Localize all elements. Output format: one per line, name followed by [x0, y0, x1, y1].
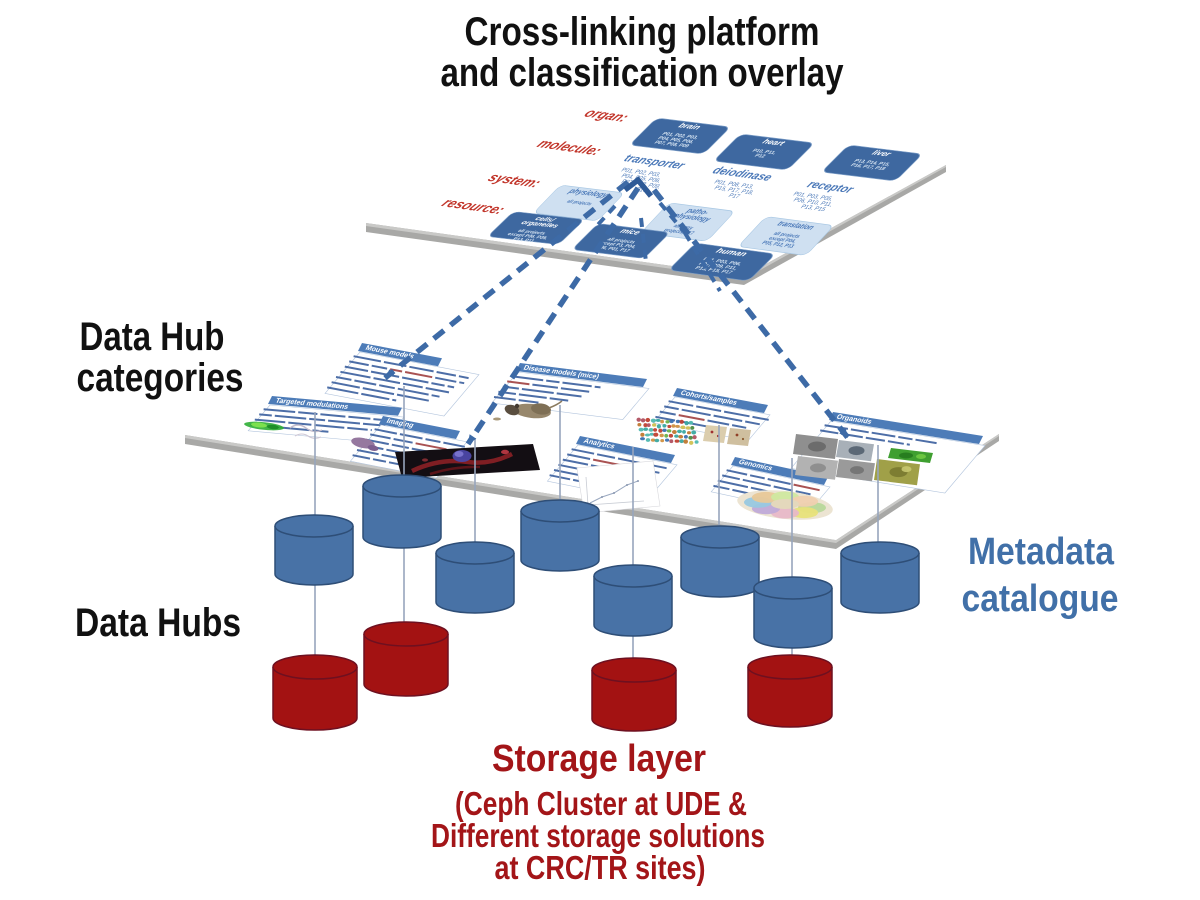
svg-text:P01, P03, P06,: P01, P03, P06,: [701, 257, 743, 267]
svg-text:patho-: patho-: [683, 206, 711, 216]
svg-text:P07, P08, P09: P07, P08, P09: [652, 140, 690, 149]
svg-text:P04, P05, P06,: P04, P05, P06,: [619, 173, 662, 184]
svg-text:P13, P15: P13, P15: [799, 204, 828, 213]
svg-text:P17: P17: [727, 193, 742, 200]
svg-text:and classification overlay: and classification overlay: [441, 51, 845, 95]
svg-text:P16, P17, P18: P16, P17, P18: [849, 163, 887, 172]
svg-text:P01, P08, P13,: P01, P08, P13,: [712, 179, 755, 190]
svg-text:Storage layer: Storage layer: [492, 738, 706, 780]
svg-text:except P04,: except P04,: [767, 236, 798, 244]
svg-text:liver: liver: [870, 148, 895, 158]
svg-text:categories: categories: [77, 356, 244, 400]
svg-text:all projects: all projects: [516, 229, 547, 236]
svg-text:except P3, P04,: except P3, P04,: [596, 241, 638, 250]
svg-text:organ:: organ:: [580, 107, 632, 125]
svg-text:system:: system:: [484, 171, 545, 191]
svg-text:P13, P14, P15,: P13, P14, P15,: [852, 159, 892, 168]
svg-text:P10, P11,: P10, P11,: [750, 148, 777, 155]
svg-text:P01, P03, P05,: P01, P03, P05,: [791, 191, 834, 202]
svg-text:receptor: receptor: [804, 178, 858, 196]
svg-text:all projects: all projects: [605, 237, 636, 245]
svg-text:all projects: all projects: [565, 199, 593, 207]
svg-text:P06, P10, P11,: P06, P10, P11,: [792, 197, 835, 208]
svg-text:catalogue: catalogue: [962, 578, 1119, 620]
svg-text:at CRC/TR sites): at CRC/TR sites): [495, 849, 706, 886]
svg-text:P07, P09, P11,: P07, P09, P11,: [697, 262, 739, 271]
svg-text:heart: heart: [760, 137, 788, 147]
svg-text:translation: translation: [775, 219, 817, 231]
svg-text:P17: P17: [634, 186, 649, 193]
svg-text:P12: P12: [753, 154, 767, 160]
svg-text:P15, P17, P18,: P15, P17, P18,: [712, 185, 755, 196]
svg-text:P13, P15, P17: P13, P15, P17: [693, 266, 733, 275]
svg-text:mice: mice: [618, 227, 644, 237]
svg-text:all projects: all projects: [772, 231, 802, 239]
svg-text:P05, P12, P13: P05, P12, P13: [760, 241, 795, 250]
svg-text:Data Hub: Data Hub: [80, 315, 225, 359]
svg-text:P01, P02, P03,: P01, P02, P03,: [660, 132, 700, 141]
svg-text:human: human: [714, 247, 750, 258]
svg-text:brain: brain: [676, 121, 703, 131]
svg-text:except P06, P09,: except P06, P09,: [506, 232, 550, 241]
svg-text:cells/: cells/: [533, 215, 558, 224]
svg-text:P06, P01, P17: P06, P01, P17: [594, 245, 631, 253]
svg-text:Cross-linking platform: Cross-linking platform: [465, 10, 820, 54]
svg-text:Data Hubs: Data Hubs: [75, 601, 241, 645]
svg-text:Metadata: Metadata: [968, 531, 1115, 573]
svg-text:P04, P05, P06,: P04, P05, P06,: [656, 136, 696, 145]
svg-text:projects, P17: projects, P17: [662, 228, 695, 237]
svg-text:P01, P02, P03,: P01, P02, P03,: [619, 167, 662, 178]
svg-text:(Ceph Cluster at UDE &: (Ceph Cluster at UDE &: [455, 785, 747, 822]
svg-text:organelles: organelles: [519, 219, 561, 230]
svg-text:Different storage solutions: Different storage solutions: [431, 817, 765, 854]
svg-text:P13, P11: P13, P11: [511, 237, 536, 244]
